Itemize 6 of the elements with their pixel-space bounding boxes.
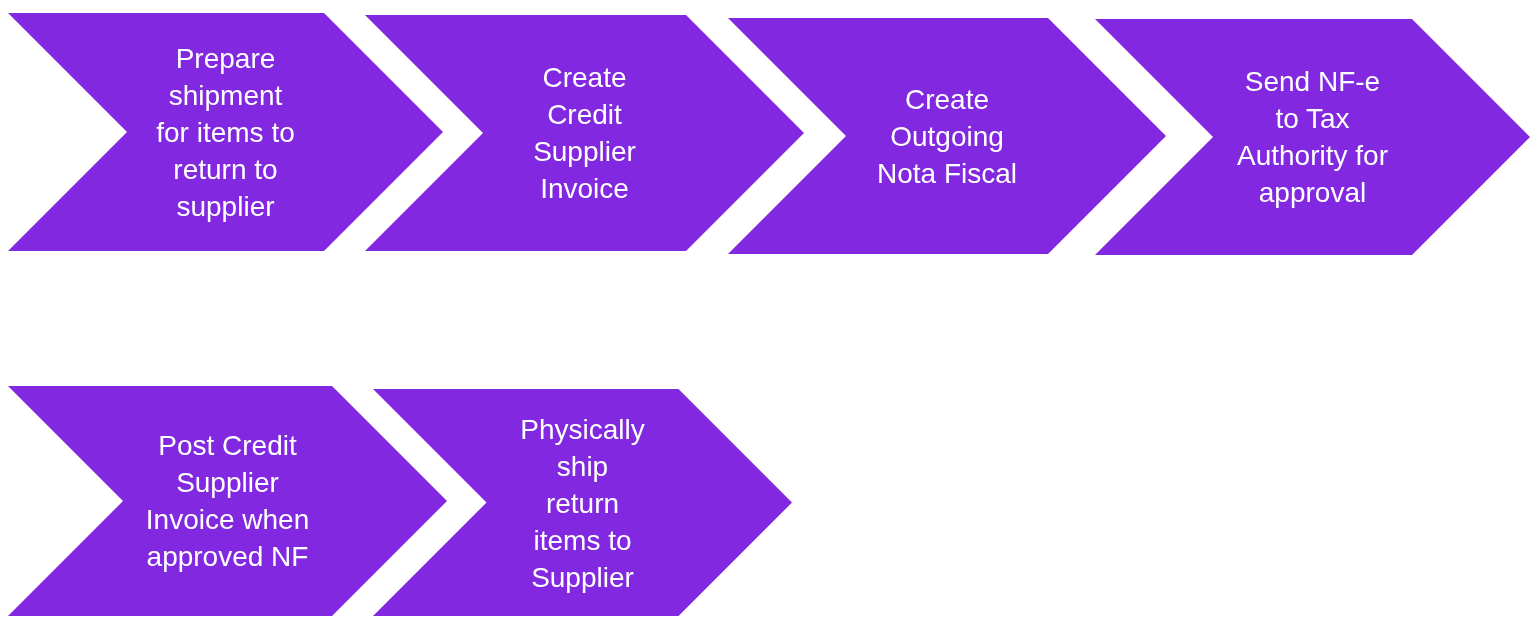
step-label: Physically ship return items to Supplier — [519, 412, 646, 595]
step-label: Post Credit Supplier Invoice when approved NF — [145, 429, 310, 574]
step-label: Create Outgoing Nota Fiscal — [875, 82, 1018, 191]
step-label: Send NF-e to Tax Authority for approval — [1236, 65, 1389, 210]
step-label: Prepare shipment for items to return to supplier — [155, 41, 296, 224]
step-label: Create Credit Supplier Invoice — [532, 61, 637, 206]
